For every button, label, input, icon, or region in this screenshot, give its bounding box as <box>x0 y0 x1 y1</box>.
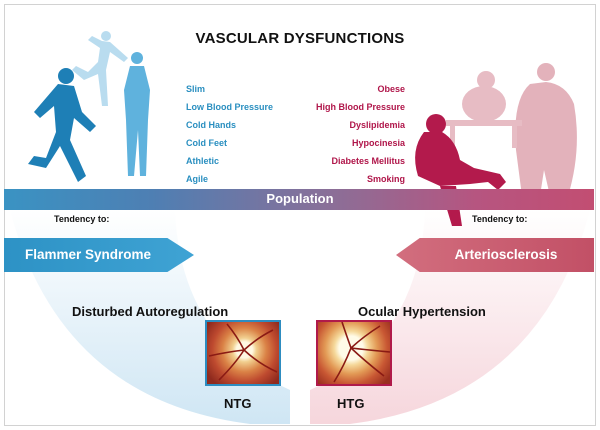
optic-disc-photo-htg <box>316 320 392 386</box>
risk-trait: Diabetes Mellitus <box>331 156 405 166</box>
bench-silhouette <box>446 71 522 148</box>
flammer-syndrome-arrow: Flammer Syndrome <box>4 238 194 272</box>
ntg-label: NTG <box>224 396 252 411</box>
risk-trait: Dyslipidemia <box>349 120 405 130</box>
risk-trait: High Blood Pressure <box>315 102 405 112</box>
risk-trait: Smoking <box>366 174 405 184</box>
risk-trait: Obese <box>377 84 405 94</box>
right-mechanism-label: Ocular Hypertension <box>358 304 486 319</box>
arteriosclerosis-arrow: Arteriosclerosis <box>396 238 594 272</box>
runner-silhouette <box>28 68 96 182</box>
lean-trait: Cold Hands <box>186 120 237 130</box>
lean-trait: Slim <box>186 84 206 94</box>
retinal-vessels-icon <box>333 322 390 383</box>
retinal-vessels-icon <box>208 323 278 381</box>
risk-trait: Hypocinesia <box>351 138 405 148</box>
lean-traits-list: Slim Low Blood Pressure Cold Hands Cold … <box>186 80 273 188</box>
page-title: VASCULAR DYSFUNCTIONS <box>195 30 405 47</box>
lean-trait: Low Blood Pressure <box>186 102 274 112</box>
lean-trait: Athletic <box>186 156 220 166</box>
risk-traits-list: Obese High Blood Pressure Dyslipidemia H… <box>300 80 405 188</box>
tendency-label-left: Tendency to: <box>54 214 110 224</box>
lean-trait: Agile <box>186 174 209 184</box>
standing-obese-man-silhouette <box>515 63 577 196</box>
standing-woman-silhouette <box>124 52 150 176</box>
tendency-label-right: Tendency to: <box>472 214 528 224</box>
population-label: Population <box>266 191 334 206</box>
lean-trait: Cold Feet <box>186 138 228 148</box>
left-mechanism-label: Disturbed Autoregulation <box>72 304 229 319</box>
population-bar <box>4 189 594 210</box>
dancer-silhouette <box>72 31 128 106</box>
htg-label: HTG <box>337 396 365 411</box>
optic-disc-photo-ntg <box>205 320 281 386</box>
